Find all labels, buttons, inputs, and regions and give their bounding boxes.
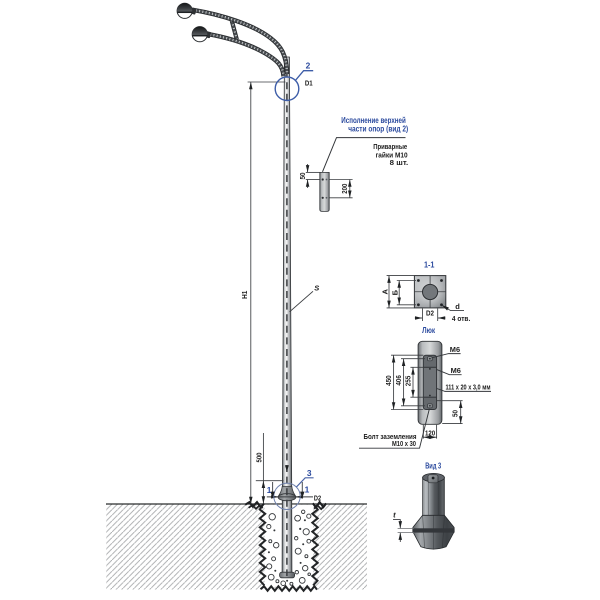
section1-left-label: 1: [267, 485, 272, 495]
view2-dim50-label: 50: [298, 173, 307, 180]
pit-left-zigzag: [258, 504, 267, 587]
ground-bolt-line2: М10 х 30: [392, 439, 416, 448]
m6-lower-label: М6: [451, 366, 461, 375]
concrete-dots: [267, 519, 306, 582]
view2-title-line2: части опор (вид 2): [348, 124, 408, 134]
hatch-dimensions: [391, 354, 463, 439]
arm-strut: [229, 20, 239, 40]
detail-circle-2: 2: [274, 61, 314, 102]
d1-label: D1: [305, 79, 313, 88]
pole: [277, 56, 297, 579]
detail2-leader: [294, 70, 314, 81]
arm-lower: [206, 31, 286, 77]
holes-note: 4 отв.: [452, 314, 470, 323]
view2-title-leader: [322, 137, 406, 172]
main-dimensions: [247, 81, 314, 505]
dim120-label: 120: [425, 428, 435, 437]
d2-plate-label: D2: [426, 309, 434, 318]
luminaire-lower-dome: [192, 26, 208, 36]
s-leader: [289, 290, 314, 313]
t-label: t: [393, 511, 396, 520]
ground-bolt-line1: Болт заземления: [364, 432, 417, 441]
dim406-label: 406: [394, 375, 403, 386]
dimB-label: Б: [391, 289, 400, 295]
hatch-leaders: [359, 353, 491, 449]
view2-weld-nuts: [321, 178, 328, 199]
concrete-aggregate: [266, 509, 312, 586]
hatch-screw-holes: [429, 357, 431, 407]
hatch-dim50-label: 50: [451, 410, 460, 417]
view2-title-line1: Исполнение верхней: [341, 115, 406, 125]
hatch-cover-plate: [423, 367, 436, 397]
dim450-label: 450: [384, 375, 393, 386]
view3-cylinder: [422, 477, 445, 516]
centerline-arrow: [284, 465, 289, 472]
section11-dimensions: [386, 275, 464, 321]
strip-size-label: 111 х 20 х 3,0 мм: [446, 383, 491, 392]
view2-tube: [319, 172, 330, 212]
view2-dim200-label: 200: [340, 184, 349, 194]
section-marks: 1 1: [267, 482, 310, 498]
s-label: S: [314, 283, 319, 292]
view3-title: Вид 3: [425, 460, 441, 470]
dimA-label: А: [380, 289, 389, 295]
section-1-1: 1-1 А Б D2 d 4 отв.: [380, 259, 470, 323]
section11-title: 1-1: [424, 259, 435, 269]
view-3: Вид 3 t: [393, 460, 455, 550]
pit-right-zigzag: [310, 504, 320, 587]
detail3-label: 3: [307, 468, 312, 478]
ground-break-marks: [244, 500, 328, 511]
luminaire-upper: [176, 2, 197, 19]
h1-label: H1: [240, 291, 249, 299]
luminaire-upper-dome: [177, 3, 193, 13]
d-label: d: [455, 302, 460, 311]
view2-dimensions: [305, 164, 353, 199]
detail-circle-3: 3: [273, 468, 314, 510]
weld-note-line1: Приварные: [373, 142, 407, 151]
luminaires: [176, 2, 212, 43]
hatch-title: Люк: [422, 325, 436, 335]
d2-label: D2: [314, 493, 321, 502]
detail3-leader: [295, 477, 314, 488]
soil-hatch-area: [106, 504, 367, 590]
dim255-label: 255: [403, 376, 412, 387]
hatch-detail: Люк: [359, 325, 491, 449]
view3-flange-band: [412, 528, 455, 533]
pole-cross-section: [422, 283, 439, 301]
section1-right-label: 1: [305, 485, 310, 495]
bracket-arms: [192, 7, 290, 77]
m6-upper-label: М6: [450, 345, 460, 354]
view3-top-hole: [431, 476, 435, 480]
arm-upper: [192, 7, 290, 75]
dim500-label: 500: [254, 453, 263, 463]
luminaire-lower: [191, 26, 212, 43]
top-detail-view2: Исполнение верхней части опор (вид 2) Пр…: [298, 115, 409, 212]
weld-note-line3: 8 шт.: [390, 158, 409, 167]
ground: [106, 503, 367, 590]
view3-t-dimension: t: [393, 511, 414, 542]
pit-bottom-zigzag: [259, 584, 318, 593]
detail2-label: 2: [306, 61, 311, 71]
weld-note-line2: гайки М10: [376, 150, 408, 159]
